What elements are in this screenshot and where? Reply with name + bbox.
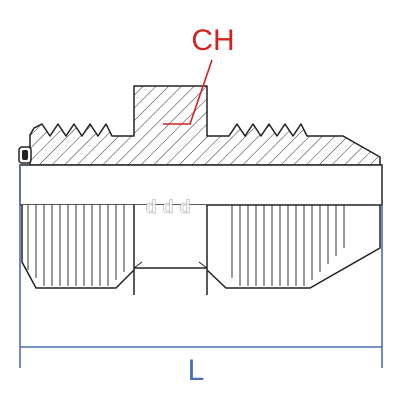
- watermark: ddd: [146, 197, 197, 217]
- ch-label: CH: [191, 24, 234, 57]
- length-dimension: [19, 165, 383, 368]
- bore: [19, 164, 383, 206]
- left-thread: [22, 205, 134, 288]
- right-thread-outline: [206, 205, 381, 289]
- left-thread-outline: [21, 205, 135, 289]
- length-label: L: [188, 354, 205, 387]
- right-thread-lines: [231, 205, 345, 286]
- ch-leader-line: [163, 59, 213, 125]
- lower-section-view: [21, 205, 381, 295]
- upper-section-body: [29, 85, 381, 166]
- o-ring-seal: [18, 146, 32, 164]
- left-thread-lines: [27, 205, 125, 286]
- hex-body: [133, 205, 208, 295]
